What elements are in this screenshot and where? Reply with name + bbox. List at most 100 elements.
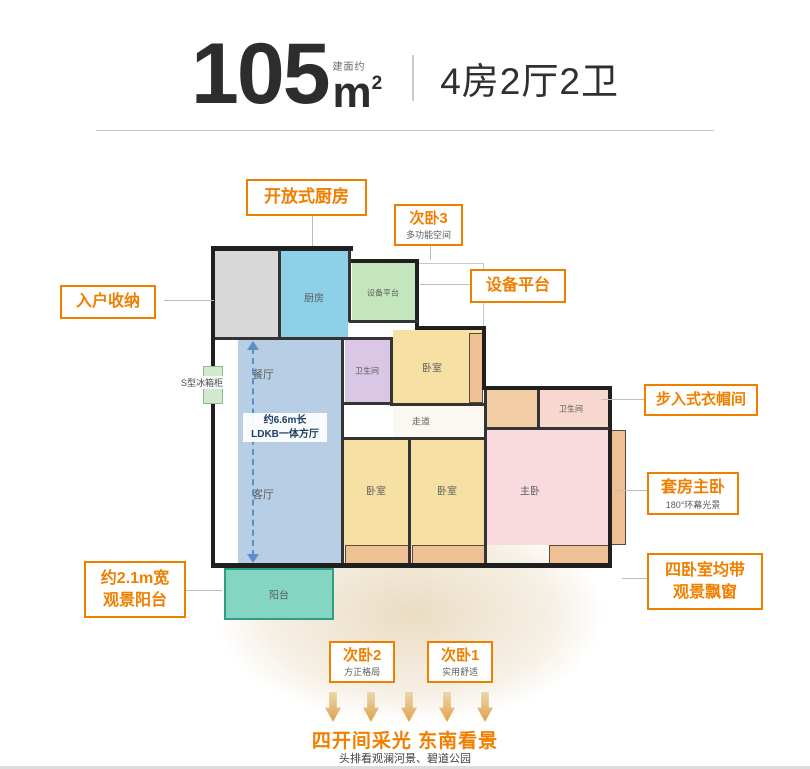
- callout-connector: [601, 399, 644, 400]
- area-unit-group: 建面约 m2: [332, 58, 383, 115]
- room-label-balcony: 阳台: [269, 590, 289, 602]
- room-label-bedroom-top: 卧室: [422, 363, 442, 375]
- wall-segment: [344, 402, 393, 405]
- wall-segment: [415, 326, 486, 330]
- header-divider: [412, 55, 415, 102]
- bottom-strip: [0, 766, 810, 769]
- bay-window-bedroom-top: [469, 333, 483, 403]
- layout-text: 4房2厅2卫: [440, 61, 619, 103]
- room-label-living: 客厅: [252, 489, 274, 501]
- callout-walk-in-closet: 步入式衣帽间: [644, 384, 759, 417]
- wall-segment: [484, 390, 487, 563]
- room-corridor: [393, 406, 486, 437]
- callout-walk-in-closet-title: 步入式衣帽间: [656, 391, 747, 408]
- callout-entry-storage: 入户收纳: [60, 285, 157, 319]
- room-label-kitchen: 厨房: [304, 293, 324, 305]
- callout-bedroom2: 次卧2 方正格局: [329, 641, 396, 684]
- wall-segment: [215, 337, 393, 340]
- callout-connector: [622, 578, 647, 579]
- callout-connector: [614, 490, 647, 491]
- wall-segment: [211, 246, 353, 251]
- callout-bay-window: 四卧室均带观景飘窗: [647, 553, 763, 611]
- room-label-dining: 餐厅: [252, 369, 274, 381]
- callout-bedroom2-title: 次卧2: [343, 647, 382, 664]
- room-bath2: [540, 390, 608, 427]
- wall-segment: [484, 427, 610, 430]
- callout-master-suite-title: 套房主卧: [661, 479, 726, 496]
- callout-bedroom1-subtitle: 实用舒适: [442, 667, 479, 678]
- wall-segment: [390, 403, 486, 406]
- wall-segment: [341, 340, 344, 563]
- wall-segment: [348, 250, 351, 322]
- wall-segment: [278, 250, 281, 338]
- wall-segment: [408, 440, 411, 563]
- callout-bedroom3-title: 次卧3: [409, 210, 448, 227]
- room-balcony: [224, 568, 334, 620]
- callout-open-kitchen: 开放式厨房: [246, 179, 367, 216]
- room-bath1: [345, 340, 390, 402]
- bay-window-master: [611, 430, 626, 545]
- fridge-cabinet-label: S型冰箱柜: [180, 376, 225, 389]
- area-figure: 105 建面约 m2: [191, 26, 383, 122]
- room-label-master: 主卧: [520, 486, 540, 498]
- wall-segment: [537, 390, 540, 427]
- header: 105 建面约 m2 4房2厅2卫: [0, 26, 810, 122]
- callout-view-balcony-title: 约2.1m宽观景阳台: [100, 570, 170, 609]
- wall-segment: [349, 320, 418, 323]
- hall-length-annotation: 约6.6m长 LDKB一体方厅: [243, 413, 327, 442]
- area-unit-letter: m: [332, 67, 372, 117]
- area-exponent: 2: [371, 72, 383, 94]
- room-bedroom-top: [393, 330, 482, 403]
- room-bedroom-left: [344, 440, 408, 545]
- callout-open-kitchen-title: 开放式厨房: [264, 187, 349, 206]
- hall-length-line1: 约6.6m长: [263, 415, 307, 426]
- callout-view-balcony: 约2.1m宽观景阳台: [84, 561, 186, 619]
- callout-connector: [312, 212, 313, 246]
- footer-headline: 四开间采光 东南看景: [311, 731, 499, 752]
- room-master: [487, 430, 608, 545]
- callout-entry-storage-title: 入户收纳: [76, 293, 141, 310]
- room-dining-living: [238, 340, 341, 563]
- wall-segment: [211, 246, 215, 568]
- area-unit: m2: [333, 70, 383, 114]
- wall-segment: [341, 437, 487, 440]
- callout-equipment-platform-title: 设备平台: [486, 277, 551, 294]
- callout-bedroom2-subtitle: 方正格局: [344, 667, 381, 678]
- room-label-bedroom-right: 卧室: [437, 486, 457, 498]
- callout-connector: [420, 284, 470, 285]
- length-arrow-line: [252, 348, 254, 556]
- room-equipment-platform: [352, 263, 415, 320]
- hall-length-line2: LDKB一体方厅: [251, 428, 319, 440]
- callout-connector: [164, 300, 214, 301]
- room-kitchen: [281, 251, 348, 337]
- wall-segment: [211, 563, 612, 568]
- area-approx-label: 建面约: [332, 61, 366, 73]
- room-closet: [487, 390, 537, 427]
- callout-bay-window-title: 四卧室均带观景飘窗: [664, 562, 745, 601]
- room-label-equipment-platform: 设备平台: [367, 288, 399, 298]
- wall-segment: [482, 326, 486, 390]
- room-entry: [215, 251, 278, 337]
- room-bedroom-right: [411, 440, 484, 545]
- callout-bedroom1-title: 次卧1: [441, 647, 480, 664]
- room-label-bath1: 卫生间: [355, 366, 379, 376]
- bay-window-bedroom-left: [345, 545, 409, 564]
- callout-connector: [430, 246, 431, 260]
- length-arrow-up-icon: [247, 341, 259, 350]
- room-label-corridor: 走道: [411, 416, 431, 427]
- callout-master-suite-subtitle: 180°环幕光景: [665, 499, 721, 510]
- footer-subline: 头排看观澜河景、碧道公园: [339, 753, 471, 765]
- callout-master-suite: 套房主卧 180°环幕光景: [647, 472, 740, 516]
- room-label-bath2: 卫生间: [559, 404, 583, 414]
- callout-bedroom3-subtitle: 多功能空间: [406, 230, 452, 241]
- wall-segment: [415, 259, 419, 330]
- wall-segment: [482, 386, 612, 390]
- wall-segment: [608, 386, 612, 568]
- wall-segment: [390, 337, 393, 406]
- area-number: 105: [191, 26, 330, 122]
- wall-segment: [349, 259, 419, 263]
- length-arrow-down-icon: [247, 554, 259, 563]
- header-underline: [96, 130, 714, 131]
